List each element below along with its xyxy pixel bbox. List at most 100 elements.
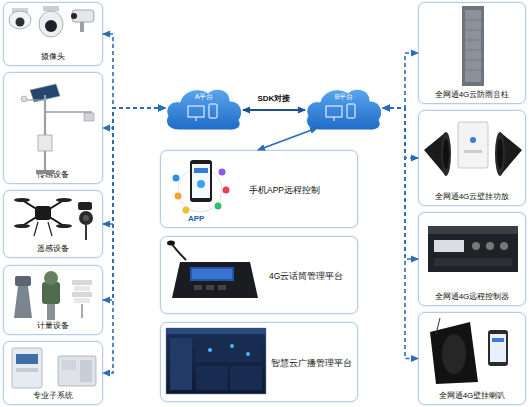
column-speaker-illustration	[465, 60, 481, 61]
camera-illustration	[9, 6, 94, 37]
connector-arrow	[258, 128, 317, 150]
camera-illustration	[72, 10, 94, 22]
sensor-pole-illustration	[84, 113, 94, 121]
phone-app-illustration	[219, 169, 226, 176]
camera-illustration	[12, 8, 28, 14]
remote-controller-illustration	[428, 226, 518, 272]
meter-illustration	[14, 271, 92, 320]
drone-illustration	[34, 222, 38, 236]
platform-cloud: B平台	[303, 84, 385, 132]
connector-arrow	[103, 108, 165, 373]
remote-controller-illustration	[486, 242, 494, 250]
column-speaker-illustration	[465, 50, 481, 51]
meter-illustration	[72, 280, 92, 285]
meter-illustration	[74, 286, 90, 291]
horn-amplifier-illustration	[497, 139, 503, 169]
microphone-device-illustration	[194, 285, 202, 290]
remote-controller-illustration	[428, 226, 518, 234]
horn-amplifier-illustration	[441, 132, 451, 176]
sensor-pole-illustration	[45, 111, 92, 113]
drone-illustration	[48, 222, 52, 236]
connector-arrow	[383, 53, 418, 108]
microphone-device-illustration	[190, 267, 234, 281]
meter-illustration	[15, 276, 31, 286]
connector-arrow	[383, 108, 418, 259]
phone-app-illustration	[178, 168, 222, 212]
camera-illustration	[43, 6, 59, 11]
remote-controller-illustration	[434, 240, 464, 252]
platform-cloud: A平台	[163, 84, 245, 132]
drone-illustration	[78, 202, 92, 210]
camera-illustration	[39, 11, 63, 37]
platform-screenshot-illustration	[230, 344, 234, 348]
connector-arrow	[103, 34, 165, 108]
column-speaker-illustration	[465, 40, 481, 41]
drone-illustration	[56, 224, 72, 228]
horn-amplifier-illustration	[458, 122, 488, 168]
node-label: 计量设备	[4, 321, 102, 331]
connector-arrow	[243, 109, 305, 111]
meter-illustration	[14, 286, 32, 318]
drone-illustration	[85, 225, 87, 240]
platform-screenshot-illustration	[166, 328, 266, 394]
wall-speaker-illustration	[442, 334, 466, 374]
node-label: 全网通4G壁挂喇叭	[419, 391, 525, 401]
drone-illustration	[56, 198, 72, 202]
remote-controller-illustration	[428, 226, 518, 272]
platform-screenshot-illustration	[166, 328, 266, 334]
phone-app-illustration	[190, 160, 212, 202]
microphone-device-illustration	[172, 244, 186, 260]
microphone-device-illustration	[206, 285, 214, 290]
column-speaker-illustration	[462, 6, 484, 86]
node-label: 摄像头	[4, 52, 102, 62]
meter-illustration	[72, 292, 92, 297]
meter-illustration	[47, 304, 55, 320]
platform-screenshot-illustration	[246, 352, 250, 356]
horn-amplifier-illustration	[500, 132, 522, 176]
node-label: 专业子系统	[4, 391, 102, 401]
meter-illustration	[44, 271, 58, 285]
node-label: 4G云话筒管理平台	[269, 271, 343, 281]
sensor-pole-illustration	[36, 170, 54, 174]
horn-amplifier-illustration	[470, 137, 476, 143]
phone-app-illustration	[194, 168, 208, 173]
column-speaker-illustration	[465, 70, 481, 71]
sensor-pole-illustration	[30, 84, 60, 102]
remote-controller-illustration	[500, 242, 508, 250]
device-box: 专业子系统	[3, 341, 103, 405]
node-label: 全网通4G云防雨音柱	[419, 90, 525, 100]
device-box: 手机APP远程控制	[160, 150, 358, 228]
camera-illustration	[16, 18, 25, 27]
column-speaker-illustration	[462, 6, 484, 86]
node-label: 全网通4G远程控制器	[419, 292, 525, 302]
platform-screenshot-illustration	[166, 328, 266, 394]
cabinet-illustration	[12, 348, 96, 388]
microphone-device-illustration	[167, 241, 258, 299]
phone-app-illustration	[215, 203, 222, 210]
platform-screenshot-illustration	[230, 366, 262, 390]
phone-app-illustration	[183, 207, 190, 214]
node-label: 遥感设备	[4, 244, 102, 254]
connector-arrow	[103, 108, 165, 128]
drone-illustration	[83, 215, 89, 221]
meter-illustration	[74, 298, 90, 303]
sensor-pole-illustration	[38, 135, 52, 151]
drone-illustration	[35, 206, 51, 220]
cabinet-illustration	[80, 360, 92, 382]
camera-illustration	[9, 11, 31, 29]
column-speaker-illustration	[465, 30, 481, 31]
node-label: 传感设备	[4, 170, 102, 180]
sensor-pole-illustration	[21, 84, 94, 174]
horn-amplifier-illustration	[495, 132, 505, 176]
connector-arrow	[103, 108, 165, 224]
device-box: 摄像头	[3, 2, 103, 66]
device-box: 全网通4G壁挂喇叭	[418, 312, 526, 405]
wall-speaker-illustration	[436, 318, 440, 334]
camera-illustration	[71, 13, 77, 19]
device-box: 智慧云广播管理平台	[160, 322, 358, 402]
node-label: 全网通4G云壁挂功放	[419, 192, 525, 202]
drone-illustration	[22, 200, 64, 226]
microphone-device-illustration	[172, 262, 258, 298]
